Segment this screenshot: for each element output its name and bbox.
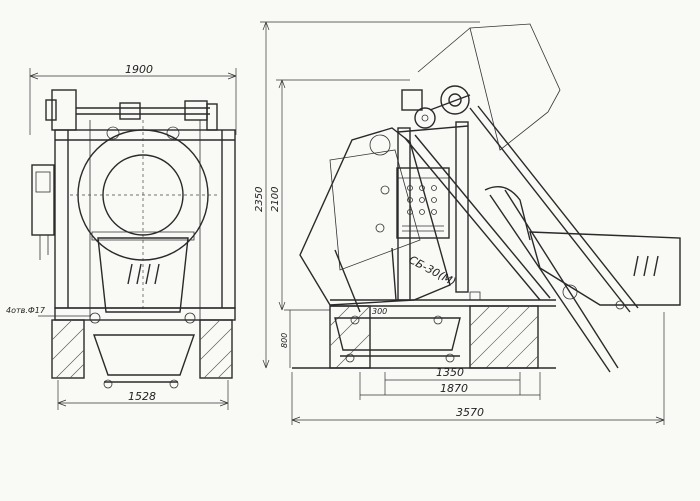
dim-1870: 1870 [440,382,468,395]
dim-holes-note: 4отв.Ф17 [6,306,46,315]
dim-1350: 1350 [436,366,464,379]
dim-300: 300 [372,307,387,316]
dim-2100: 2100 [270,187,281,212]
dim-800: 800 [280,333,289,348]
dim-1528: 1528 [128,390,156,403]
front-view [29,68,237,410]
dim-2350: 2350 [254,187,265,212]
dim-3570: 3570 [456,406,484,419]
right-foot-hatch [199,319,233,379]
side-vent-slots [633,255,659,277]
side-view [260,21,681,425]
left-foot-hatch [51,319,85,379]
dim-1900: 1900 [125,63,153,76]
panel-buttons [407,185,437,215]
control-panel [396,167,450,239]
model-marking: СБ-30(М) [407,253,458,289]
foundation-hatch [329,305,539,369]
front-vent-slots [127,263,160,285]
